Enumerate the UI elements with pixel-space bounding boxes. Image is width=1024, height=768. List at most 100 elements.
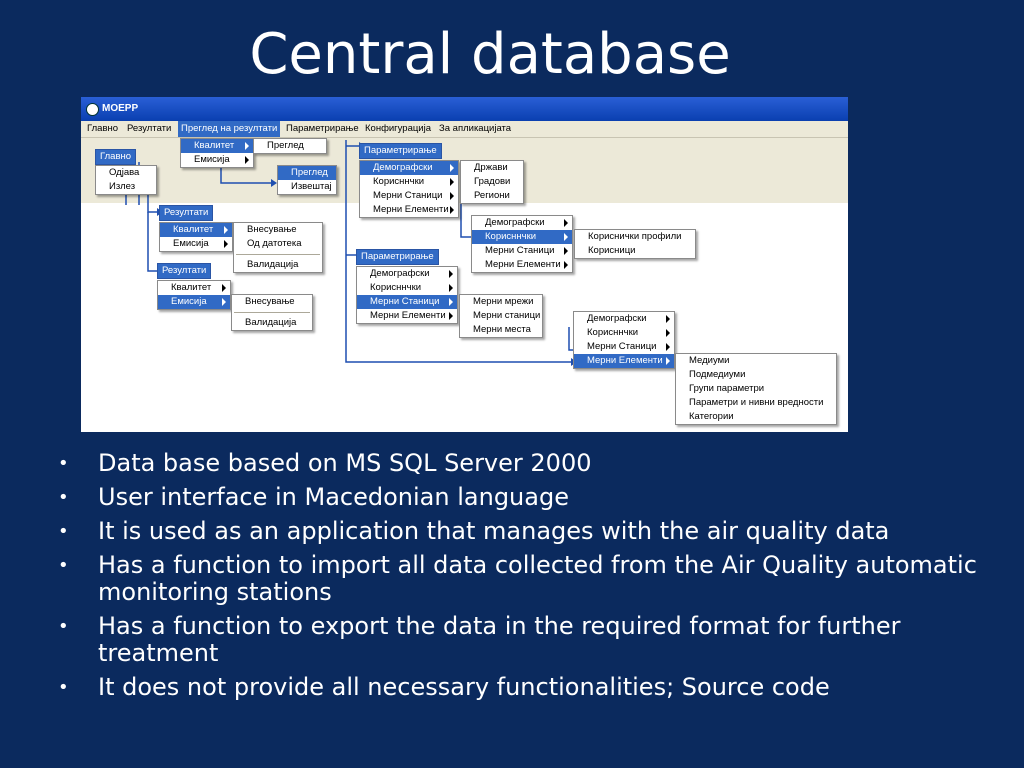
param1-sub-menu: Држави Градови Региони <box>460 160 524 204</box>
rez2-menu: Квалитет Емисија <box>157 280 231 310</box>
menu-item-validacija[interactable]: Валидација <box>245 317 297 328</box>
menu-separator <box>236 254 320 255</box>
label: Демографски <box>485 217 545 228</box>
menu-item-korisnicki[interactable]: Корисннчки <box>357 281 457 295</box>
chevron-right-icon <box>449 298 453 306</box>
label: Емисија <box>194 154 230 165</box>
label: Демографски <box>587 313 647 324</box>
rez1-menu: Квалитет Емисија <box>159 222 233 252</box>
param2-menu: Демографски Корисннчки Мерни Станици Мер… <box>356 266 458 324</box>
chevron-right-icon <box>666 343 670 351</box>
menu-item-merni-mrezi[interactable]: Мерни мрежи <box>473 296 534 307</box>
menu-item-emisija[interactable]: Емисија <box>158 295 230 309</box>
menu-glavno[interactable]: Главно <box>87 123 119 134</box>
chevron-right-icon <box>564 219 568 227</box>
chevron-right-icon <box>666 357 670 365</box>
label: Мерни Елементи <box>485 259 561 270</box>
chevron-right-icon <box>450 178 454 186</box>
param-el-menu: Демографски Корисннчки Мерни Станици Мер… <box>573 311 675 369</box>
menu-za-aplikacijata[interactable]: За апликацијата <box>439 123 512 134</box>
menu-item-merni-elementi[interactable]: Мерни Елементи <box>472 258 572 272</box>
app-screenshot: MOEPP Главно Резултати Преглед на резулт… <box>81 97 848 432</box>
menu-item-izvestaj[interactable]: Извештај <box>291 181 332 192</box>
menu-item-gradovi[interactable]: Градови <box>474 176 511 187</box>
menu-konfiguracija[interactable]: Конфигурација <box>365 123 432 134</box>
label: Мерни Елементи <box>587 355 663 366</box>
menu-item-emisija[interactable]: Емисија <box>160 237 232 251</box>
label: Мерни Станици <box>485 245 555 256</box>
label: Демографски <box>373 162 433 173</box>
menu-item-vnesuvanje[interactable]: Внесување <box>247 224 297 235</box>
label: Корисннчки <box>587 327 639 338</box>
label: Квалитет <box>173 224 214 235</box>
menu-item-regioni[interactable]: Региони <box>474 190 510 201</box>
chevron-right-icon <box>449 284 453 292</box>
chevron-right-icon <box>245 142 249 150</box>
menu-item-vnesuvanje[interactable]: Внесување <box>245 296 295 307</box>
menu-item-parametri-vrednosti[interactable]: Параметри и нивни вредности <box>689 397 824 408</box>
menu-item-mediumi[interactable]: Медиуми <box>689 355 730 366</box>
menu-bar: Главно Резултати Преглед на резултати Па… <box>81 121 848 138</box>
menu-item-podmediumi[interactable]: Подмедиуми <box>689 369 746 380</box>
menu-rezultati[interactable]: Резултати <box>127 123 172 134</box>
menu-item-validacija[interactable]: Валидација <box>247 259 299 270</box>
menu-item-kvalitet[interactable]: Квалитет <box>158 281 230 295</box>
menu-item-kategorii[interactable]: Категории <box>689 411 734 422</box>
menu-item-korisnicki[interactable]: Корисннчки <box>574 326 674 340</box>
chevron-right-icon <box>666 329 670 337</box>
label: Квалитет <box>194 140 235 151</box>
menu-item-demografski[interactable]: Демографски <box>357 267 457 281</box>
bullet-text: Has a function to import all data collec… <box>98 551 977 606</box>
menu-item-merni-stanici[interactable]: Мерни Станици <box>357 295 457 309</box>
menu-item-pregled[interactable]: Преглед <box>267 140 304 151</box>
bullet-item: •Data base based on MS SQL Server 2000 <box>58 450 978 477</box>
label: Мерни Станици <box>373 190 443 201</box>
menu-item-korisnici[interactable]: Корисници <box>588 245 636 256</box>
label: Емисија <box>173 238 209 249</box>
menu-pregled[interactable]: Преглед на резултати <box>178 121 281 137</box>
menu-parametriranje[interactable]: Параметрирање <box>286 123 359 134</box>
window-titlebar: MOEPP <box>81 97 848 121</box>
menu-item-kvalitet[interactable]: Квалитет <box>160 223 232 237</box>
bullet-text: Data base based on MS SQL Server 2000 <box>98 449 592 477</box>
menu-item-demografski[interactable]: Демографски <box>574 312 674 326</box>
menu-item-merni-stanici[interactable]: Мерни Станици <box>574 340 674 354</box>
chevron-right-icon <box>222 284 226 292</box>
pregled-sub-menu: Преглед <box>253 138 327 154</box>
label: Квалитет <box>171 282 212 293</box>
bullet-item: •Has a function to export the data in th… <box>58 613 978 667</box>
app-icon <box>86 103 99 116</box>
bullet-dot-icon: • <box>58 521 69 542</box>
menu-item-demografski[interactable]: Демографски <box>360 161 458 175</box>
menu-item-demografski[interactable]: Демографски <box>472 216 572 230</box>
menu-item-od-datoteka[interactable]: Од датотека <box>247 238 302 249</box>
label: Емисија <box>171 296 207 307</box>
menu-separator <box>234 312 310 313</box>
menu-item-merni-mesta[interactable]: Мерни места <box>473 324 531 335</box>
menu-item-korisnicki-profili[interactable]: Кориснички профили <box>588 231 682 242</box>
glavno-header: Главно <box>95 149 137 165</box>
menu-item-merni-elementi[interactable]: Мерни Елементи <box>357 309 457 323</box>
menu-item-korisnicki[interactable]: Корисннчки <box>472 230 572 244</box>
menu-item-merni-stanici[interactable]: Мерни Станици <box>472 244 572 258</box>
label: Демографски <box>370 268 430 279</box>
bullet-text: Has a function to export the data in the… <box>98 612 901 667</box>
menu-item-kvalitet[interactable]: Квалитет <box>181 139 253 153</box>
menu-item-grupi-parametri[interactable]: Групи параметри <box>689 383 765 394</box>
rez1-header: Резултати <box>159 205 214 221</box>
menu-item-korisnicki[interactable]: Корисннчки <box>360 175 458 189</box>
menu-item-izlez[interactable]: Излез <box>109 181 136 192</box>
menu-item-pregled[interactable]: Преглед <box>278 166 336 180</box>
rez1-sub-menu: Внесување Од датотека Валидација <box>233 222 323 273</box>
menu-item-odjava[interactable]: Одјава <box>109 167 140 178</box>
menu-item-emisija[interactable]: Емисија <box>181 153 253 167</box>
menu-item-merni-stanici[interactable]: Мерни Станици <box>360 189 458 203</box>
param-kor-sub-menu: Кориснички профили Корисници <box>574 229 696 259</box>
param2-header: Параметрирање <box>356 249 439 265</box>
menu-item-merni-stanici[interactable]: Мерни станици <box>473 310 541 321</box>
bullet-item: •Has a function to import all data colle… <box>58 552 978 606</box>
menu-item-merni-elementi[interactable]: Мерни Елементи <box>574 354 674 368</box>
bullet-item: •User interface in Macedonian language <box>58 484 978 511</box>
menu-item-merni-elementi[interactable]: Мерни Елементи <box>360 203 458 217</box>
menu-item-drzavi[interactable]: Држави <box>474 162 508 173</box>
